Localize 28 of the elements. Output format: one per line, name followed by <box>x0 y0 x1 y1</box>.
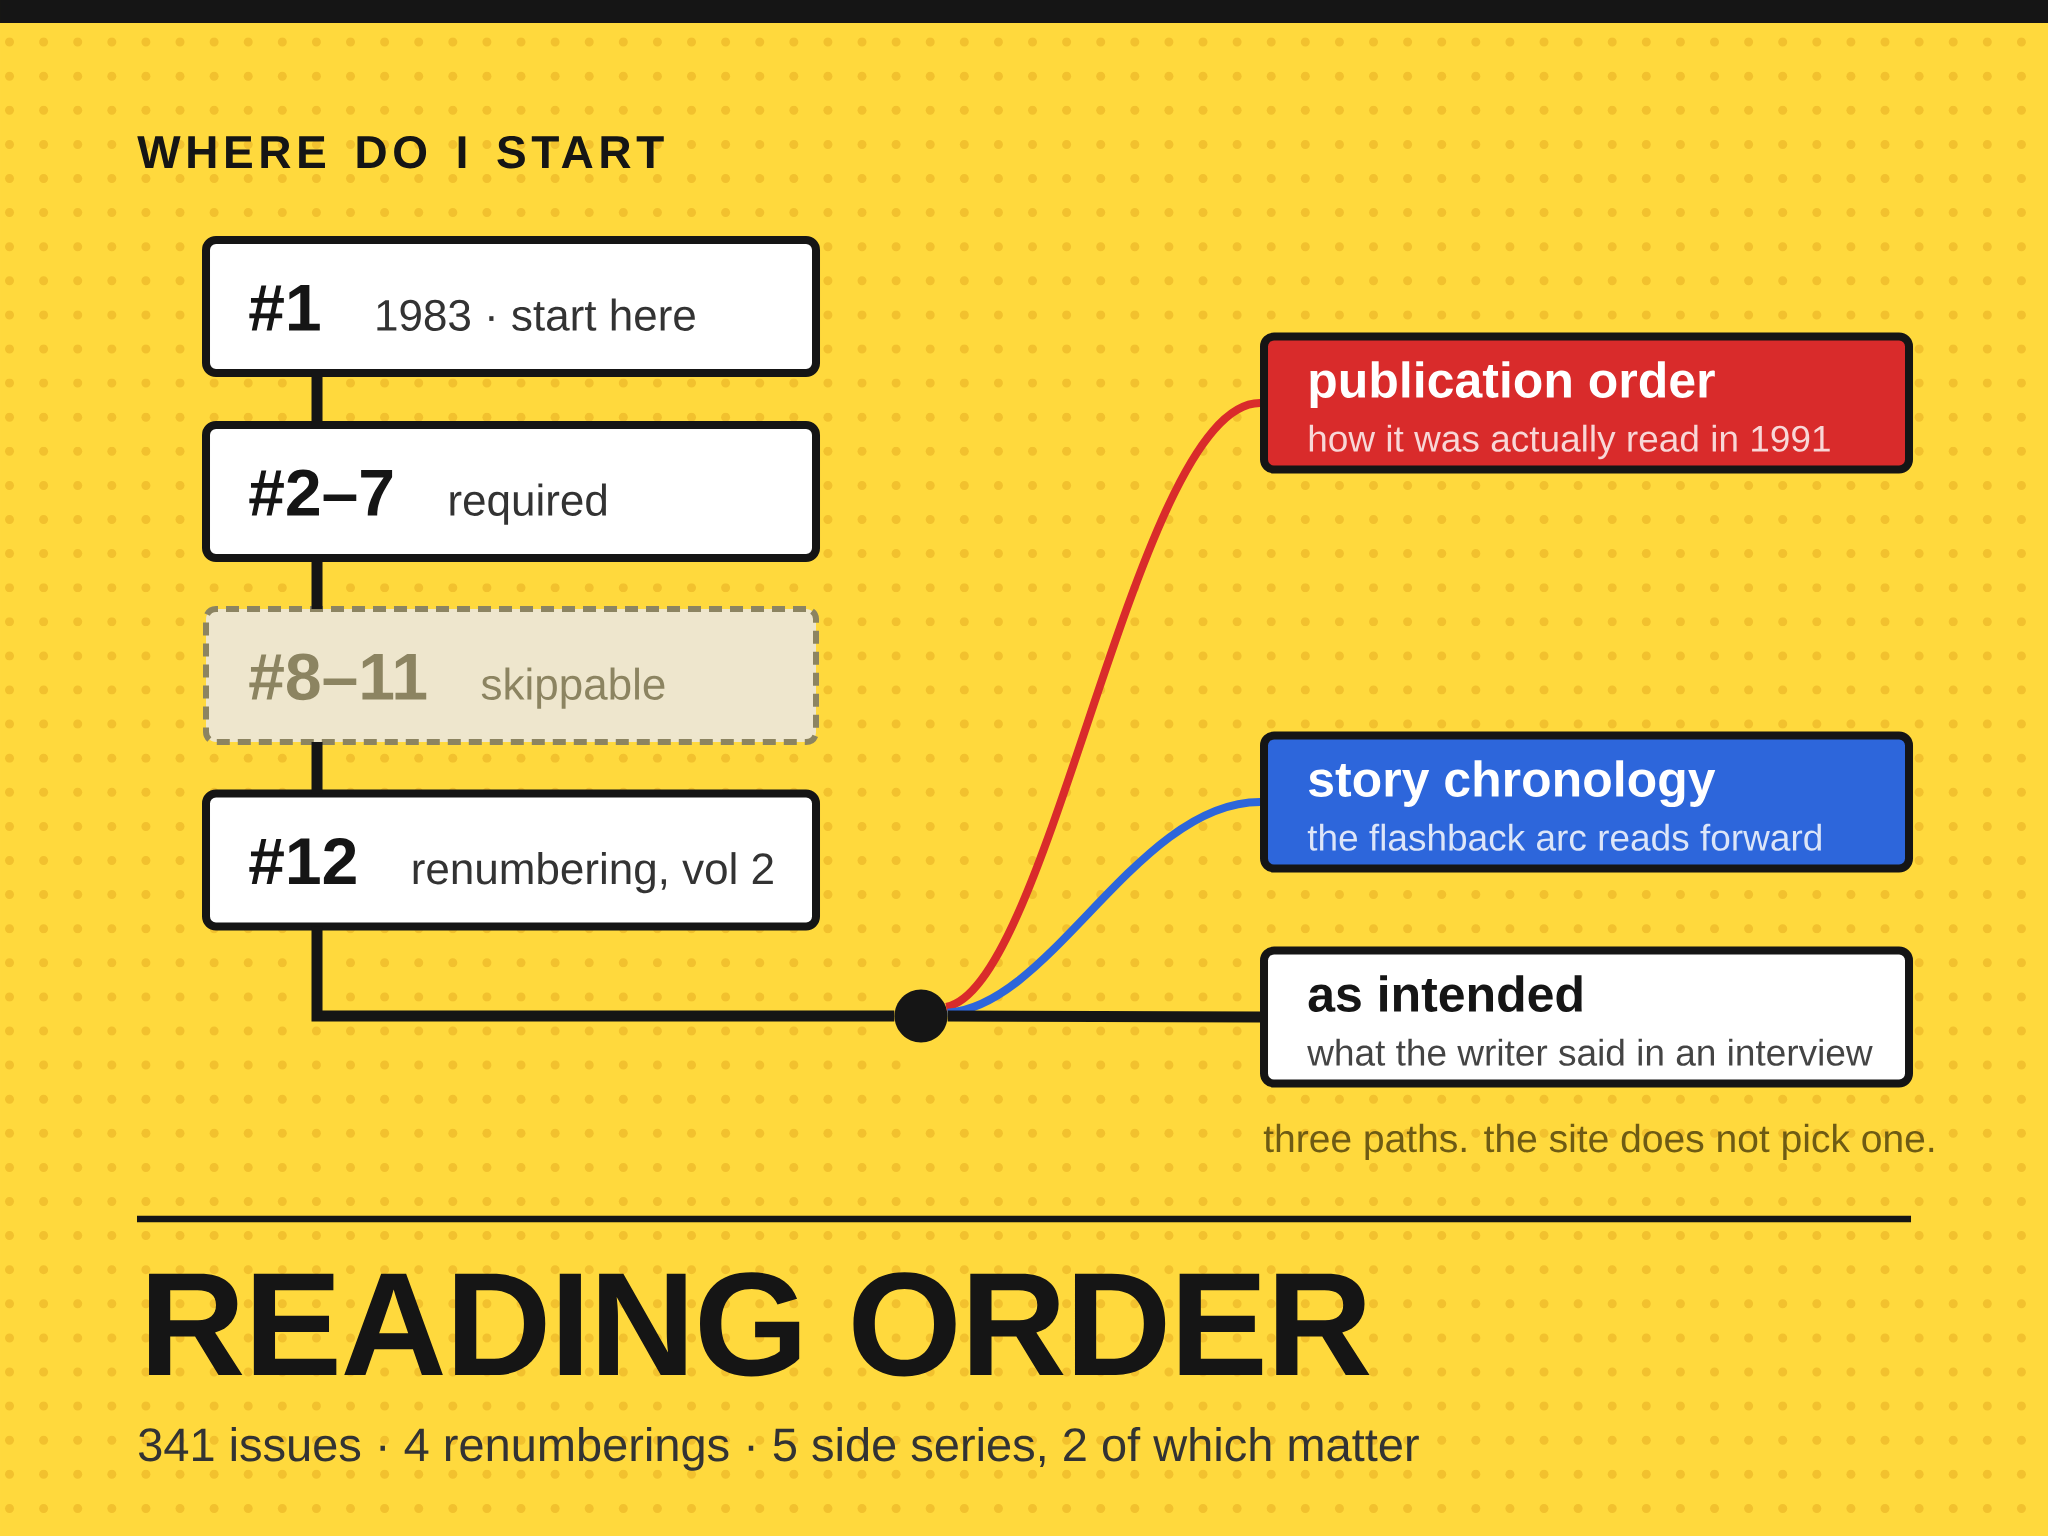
issue-box <box>202 421 820 562</box>
path-box <box>1260 731 1913 873</box>
path-description: what the writer said in an interview <box>1307 1038 1873 1066</box>
issue-box <box>203 606 819 745</box>
issue-note: 1983 · start here <box>377 298 695 331</box>
subtitle: 341 issues · 4 renumberings · 5 side series, 2 of which matter <box>139 1426 1419 1471</box>
path-title: publication order <box>1310 361 1715 408</box>
issue-number: #8–11 <box>249 653 427 701</box>
section-kicker: WHERE DO I START <box>137 135 664 169</box>
issue-number: #2–7 <box>249 469 393 516</box>
path-title: as intended <box>1308 975 1582 1012</box>
page-title: READING ORDER <box>149 1272 1370 1377</box>
issue-note: required <box>450 483 606 525</box>
junction-dot <box>894 989 948 1043</box>
path-description: how it was actually read in 1991 <box>1309 424 1830 460</box>
path-box <box>1260 946 1913 1088</box>
connector-line <box>947 1010 1261 1023</box>
issue-number: #1 <box>249 285 320 331</box>
path-box <box>1260 332 1913 474</box>
path-description: the flashback arc reads forward <box>1307 823 1821 851</box>
issue-note: renumbering, vol 2 <box>413 852 773 894</box>
issue-note: skippable <box>481 667 665 709</box>
issue-box <box>202 789 820 931</box>
issue-box <box>202 236 820 377</box>
footnote: three paths. the site does not pick one. <box>1263 1123 1934 1161</box>
curved-connector <box>944 399 1262 1011</box>
path-title: story chronology <box>1308 760 1716 808</box>
issue-number: #12 <box>249 837 356 884</box>
